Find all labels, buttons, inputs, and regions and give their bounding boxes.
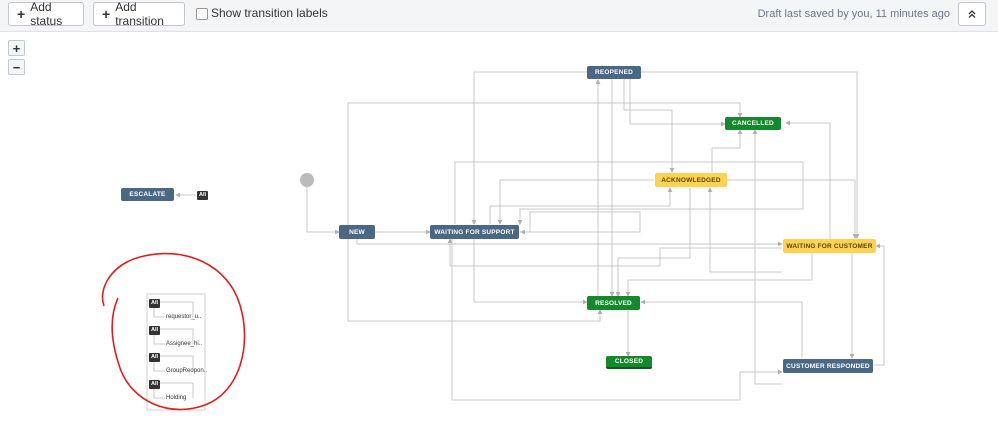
status-waiting-for-support[interactable]: WAITING FOR SUPPORT — [430, 225, 519, 239]
draft-saved-status: Draft last saved by you, 11 minutes ago — [757, 8, 950, 20]
global-transition-group[interactable]: GroupReopon.. — [166, 368, 208, 374]
status-acknowledged[interactable]: ACKNOWLEDGED — [655, 173, 727, 187]
status-waiting-for-customer[interactable]: WAITING FOR CUSTOMER — [783, 239, 876, 253]
all-transition-badge[interactable]: All — [197, 191, 209, 200]
status-reopened[interactable]: REOPENED — [587, 66, 641, 79]
red-annotation-circle — [101, 252, 246, 411]
status-cancelled[interactable]: CANCELLED — [725, 117, 781, 130]
zoom-in-button[interactable]: + — [8, 40, 25, 56]
status-resolved[interactable]: RESOLVED — [587, 296, 640, 310]
global-transition-holding[interactable]: Holding — [166, 395, 187, 401]
add-transition-button[interactable]: + Add transition — [93, 0, 185, 28]
status-new[interactable]: NEW — [339, 225, 375, 239]
status-closed[interactable]: CLOSED — [606, 356, 652, 369]
toolbar: + Add status + Add transition Show trans… — [0, 0, 998, 32]
collapse-button[interactable] — [958, 2, 986, 26]
all-transition-badge[interactable]: All — [149, 380, 161, 389]
show-transition-labels-label: Show transition labels — [211, 6, 328, 20]
plus-icon: + — [17, 6, 26, 22]
global-transition-lines — [153, 301, 194, 399]
all-transition-badge[interactable]: All — [149, 353, 161, 362]
add-status-button[interactable]: + Add status — [8, 0, 84, 28]
add-transition-label: Add transition — [115, 0, 164, 28]
status-escalate[interactable]: ESCALATE — [121, 188, 174, 201]
global-transition-assignee[interactable]: Assignee_hi.. — [166, 341, 203, 347]
all-transition-badge[interactable]: All — [149, 326, 161, 335]
start-node[interactable] — [300, 173, 314, 187]
all-transition-badge[interactable]: All — [149, 299, 161, 308]
global-transition-requestor[interactable]: requestor_u.. — [166, 314, 202, 320]
global-transitions-box — [146, 293, 206, 411]
add-status-label: Add status — [30, 0, 63, 28]
zoom-out-button[interactable]: − — [8, 59, 25, 75]
transition-lines — [175, 71, 885, 401]
chevron-double-up-icon — [968, 10, 976, 18]
plus-icon: + — [102, 6, 111, 22]
show-transition-labels-checkbox[interactable] — [196, 8, 208, 20]
status-customer-responded[interactable]: CUSTOMER RESPONDED — [783, 359, 873, 373]
